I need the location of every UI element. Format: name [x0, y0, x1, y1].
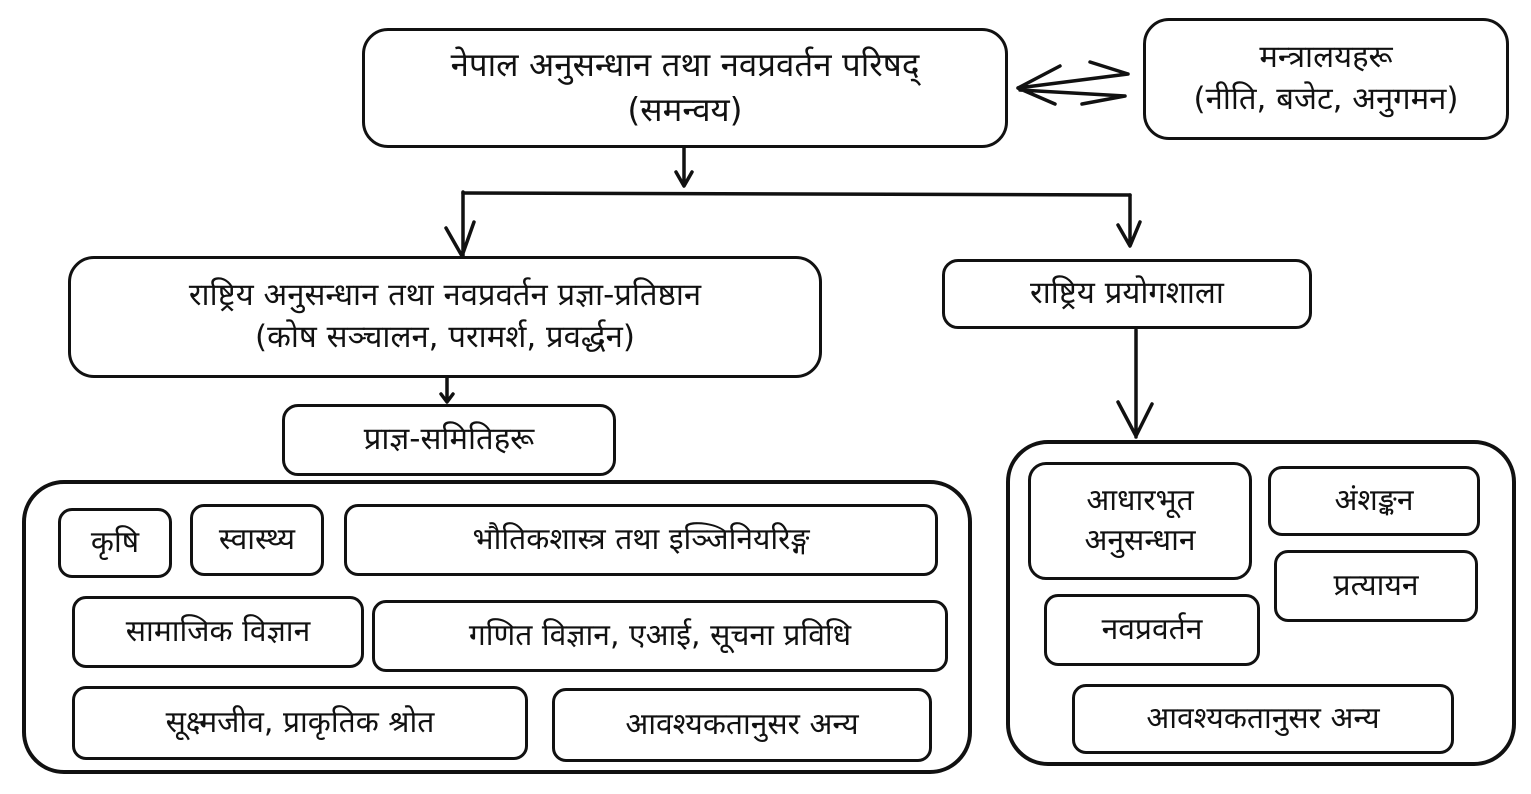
- ministries-subtitle: (नीति, बजेट, अनुगमन): [1193, 81, 1459, 117]
- committees-title-box: प्राज्ञ-समितिहरू: [282, 404, 616, 476]
- committee-physics-engineering: भौतिकशास्त्र तथा इञ्जिनियरिङ्ग: [344, 504, 938, 576]
- lab-unit-others: आवश्यकतानुसर अन्य: [1072, 684, 1454, 754]
- ministries-title: मन्त्रालयहरू: [1259, 39, 1393, 76]
- council-box: नेपाल अनुसन्धान तथा नवप्रवर्तन परिषद् (स…: [362, 28, 1008, 148]
- foundation-subtitle: (कोष सञ्चालन, परामर्श, प्रवर्द्धन): [254, 319, 635, 355]
- committee-math-ai-it: गणित विज्ञान, एआई, सूचना प्रविधि: [372, 600, 948, 672]
- committee-agriculture: कृषि: [58, 508, 172, 578]
- council-subtitle: (समन्वय): [627, 90, 743, 129]
- committee-others: आवश्यकतानुसर अन्य: [552, 688, 932, 762]
- lab-unit-basic-research: आधारभूत अनुसन्धान: [1028, 462, 1252, 580]
- ministries-box: मन्त्रालयहरू (नीति, बजेट, अनुगमन): [1143, 18, 1509, 140]
- foundation-box: राष्ट्रिय अनुसन्धान तथा नवप्रवर्तन प्रज्…: [68, 256, 822, 378]
- committee-health: स्वास्थ्य: [190, 504, 324, 576]
- committee-microbes-natural-resources: सूक्ष्मजीव, प्राकृतिक श्रोत: [72, 686, 528, 760]
- lab-unit-calibration: अंशङ्कन: [1268, 466, 1480, 536]
- lab-unit-innovation: नवप्रवर्तन: [1044, 594, 1260, 666]
- to-committees-arrow: [439, 376, 455, 404]
- to-foundation-arrow: [444, 190, 476, 258]
- council-down-arrow: [674, 146, 694, 188]
- lab-units-group: [1006, 440, 1516, 766]
- council-ministries-double-arrow: [1016, 60, 1130, 106]
- laboratory-box: राष्ट्रिय प्रयोगशाला: [942, 259, 1312, 329]
- council-title: नेपाल अनुसन्धान तथा नवप्रवर्तन परिषद्: [450, 45, 920, 85]
- lab-unit-accreditation: प्रत्यायन: [1274, 550, 1478, 622]
- split-line: [461, 191, 1132, 197]
- committee-social-science: सामाजिक विज्ञान: [72, 596, 364, 668]
- foundation-title: राष्ट्रिय अनुसन्धान तथा नवप्रवर्तन प्रज्…: [188, 277, 702, 314]
- laboratory-title: राष्ट्रिय प्रयोगशाला: [1030, 275, 1224, 312]
- to-lab-units-arrow: [1116, 328, 1154, 439]
- committees-title: प्राज्ञ-समितिहरू: [363, 421, 535, 458]
- to-laboratory-arrow: [1116, 193, 1142, 248]
- committees-group: [22, 480, 972, 774]
